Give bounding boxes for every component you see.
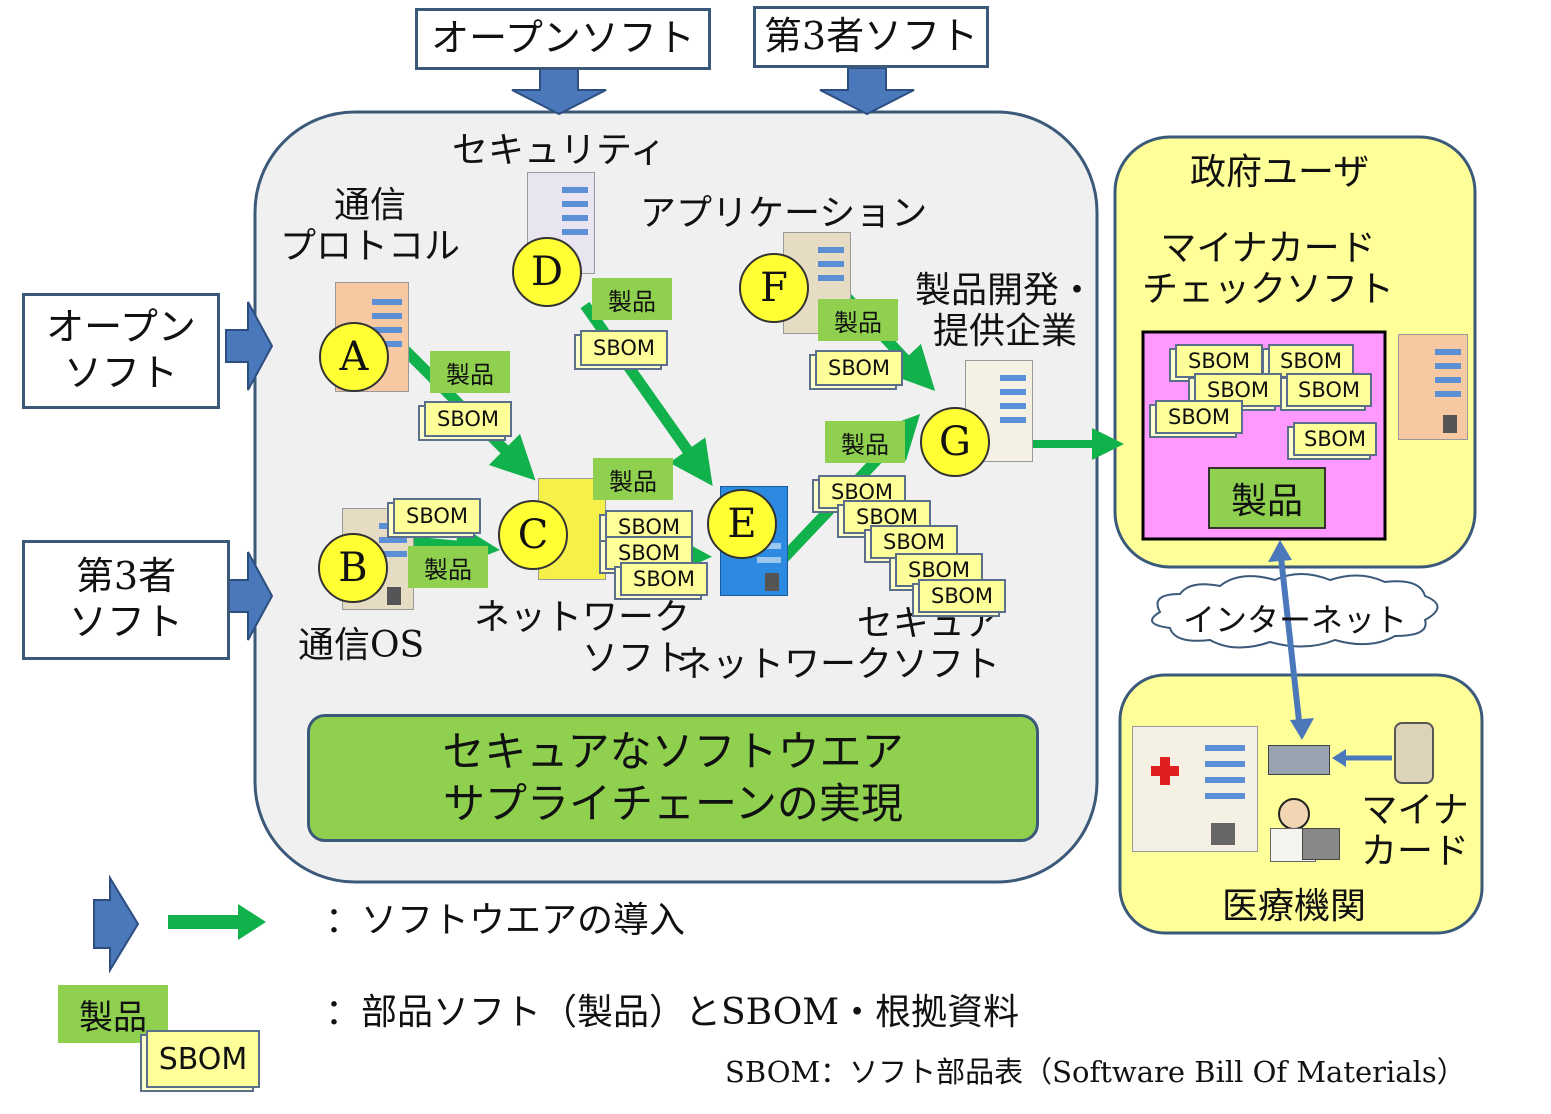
product-badge-f: 製品: [818, 299, 898, 341]
left-open-soft-box: オープン ソフト: [22, 293, 220, 409]
node-c: C: [498, 500, 568, 570]
label-comm-protocol: 通信 プロトコル: [279, 185, 460, 268]
gov-sbom-2: SBOM: [1268, 344, 1354, 378]
left-third-party-box: 第3者 ソフト: [22, 540, 230, 660]
gov-sbom-4: SBOM: [1286, 373, 1372, 407]
medical-title: 医療機関: [1222, 886, 1367, 927]
left-open-soft-label: オープン ソフト: [46, 305, 196, 395]
legend-arrow-desc: ：ソフトウエアの導入: [325, 900, 686, 941]
label-network-soft: ネットワーク ソフト: [473, 597, 690, 680]
my-number-card-label: マイナ カード: [1360, 790, 1469, 873]
product-badge-a: 製品: [430, 351, 510, 393]
gov-product-badge: 製品: [1208, 467, 1326, 529]
sbom-doc-c3: SBOM: [620, 562, 708, 596]
sbom-doc-f: SBOM: [815, 350, 903, 386]
top-open-soft-box: オープンソフト: [415, 8, 711, 70]
footnote: SBOM：ソフト部品表（Software Bill Of Materials）: [725, 1055, 1466, 1089]
product-badge-b: 製品: [408, 546, 488, 588]
product-badge-c: 製品: [593, 458, 673, 500]
node-e: E: [707, 489, 777, 559]
legend-blue-arrow: [93, 874, 140, 974]
label-application: アプリケーション: [640, 193, 928, 234]
left-arrow-open-soft: [225, 301, 274, 391]
node-f: F: [739, 253, 809, 323]
label-product-dev: 製品開発・ 提供企業: [914, 270, 1095, 353]
person-computer-icon: [1268, 798, 1340, 862]
node-d: D: [512, 237, 582, 307]
top-third-party-box: 第3者ソフト: [753, 6, 989, 68]
gov-user-subtitle: マイナカード チェックソフト: [1141, 228, 1394, 311]
top-third-party-label: 第3者ソフト: [763, 14, 979, 59]
gov-building-icon: [1398, 334, 1468, 440]
node-g: G: [920, 407, 990, 477]
top-arrow-open-soft: [511, 67, 607, 116]
legend-sbom-doc: SBOM: [146, 1030, 260, 1088]
goal-banner-text: セキュアなソフトウエア サプライチェーンの実現: [442, 726, 904, 829]
label-secure-network: セキュア ネットワークソフト: [675, 603, 1000, 686]
product-badge-d: 製品: [592, 278, 672, 320]
top-arrow-third-party: [819, 67, 915, 116]
legend-badge-desc: ：部品ソフト（製品）とSBOM・根拠資料: [325, 992, 1020, 1033]
sbom-doc-a: SBOM: [424, 401, 512, 437]
gov-sbom-6: SBOM: [1293, 422, 1377, 456]
goal-banner: セキュアなソフトウエア サプライチェーンの実現: [307, 714, 1039, 842]
hospital-icon: [1132, 726, 1258, 852]
gov-sbom-5: SBOM: [1155, 400, 1243, 434]
label-security: セキュリティ: [452, 130, 666, 171]
left-third-party-label: 第3者 ソフト: [68, 554, 183, 644]
node-b: B: [318, 533, 388, 603]
internet-link: [1277, 547, 1303, 731]
card-reader-icon: [1268, 745, 1330, 775]
sbom-doc-b: SBOM: [393, 498, 481, 534]
internet-label: インターネット: [1183, 601, 1408, 639]
my-number-card-icon: [1394, 722, 1434, 784]
top-open-soft-label: オープンソフト: [431, 16, 695, 61]
sbom-doc-e5: SBOM: [918, 579, 1006, 613]
label-comm-os: 通信OS: [298, 625, 425, 666]
product-badge-e: 製品: [825, 421, 905, 463]
internet-cloud: [1151, 573, 1439, 649]
node-a: A: [319, 322, 389, 392]
sbom-doc-d: SBOM: [580, 330, 668, 366]
gov-user-title: 政府ユーザ: [1190, 152, 1370, 193]
